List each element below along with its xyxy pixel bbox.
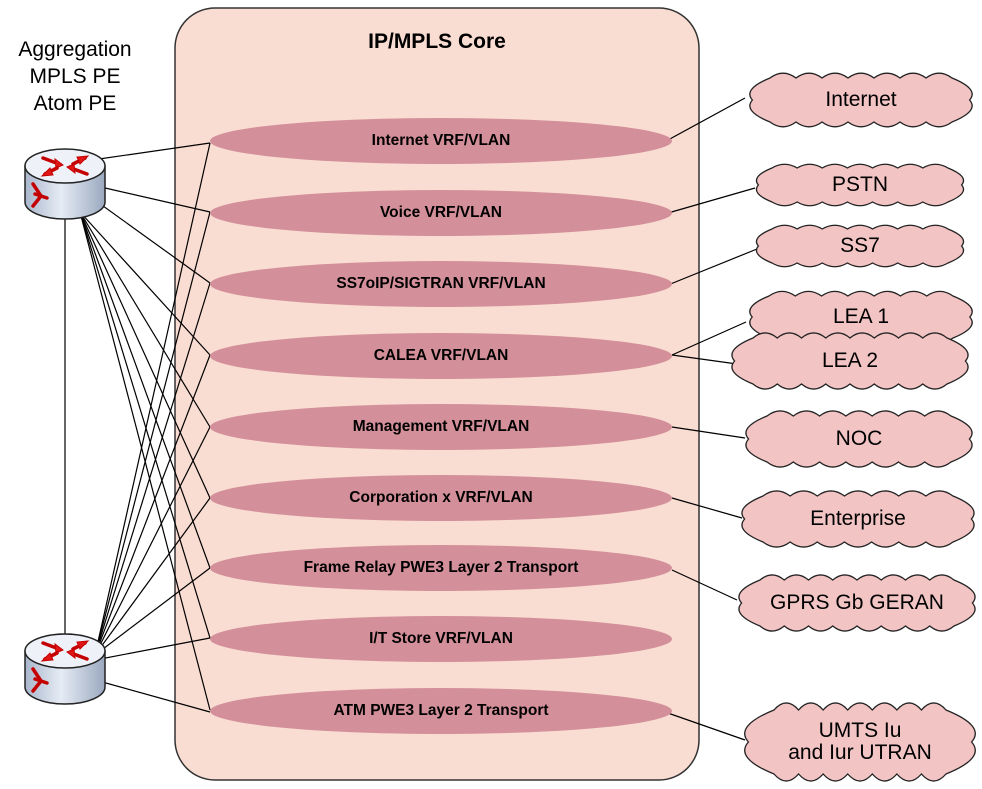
cloud-label-line: PSTN [831,173,888,196]
vrf-label-corporation: Corporation x VRF/VLAN [349,489,533,506]
cloud-label-line: LEA 1 [832,305,890,328]
vrf-ellipse-voice [210,190,672,236]
cloud-label-enterprise: Enterprise [740,498,976,540]
cloud-label-lea2: LEA 2 [730,340,970,382]
router-label-line-1: Aggregation [18,38,132,61]
cloud-label-line: and Iur UTRAN [788,741,932,764]
router-label-line-3: Atom PE [33,92,117,115]
cloud-label-pstn: PSTN [755,167,965,203]
cloud-umts [744,702,976,782]
cloud-label-line: GPRS Gb GERAN [770,591,944,614]
cloud-label-ss7: SS7 [755,228,965,264]
cloud-label-internet: Internet [748,80,974,120]
vrf-ellipse-management [210,404,672,450]
vrf-label-voice: Voice VRF/VLAN [379,204,502,221]
cloud-label-noc: NOC [744,418,974,460]
vrf-ellipse-frame-relay [210,545,672,591]
vrf-label-it-store: I/T Store VRF/VLAN [369,630,513,647]
router-icon [23,632,107,706]
cloud-label-line: LEA 2 [821,349,879,372]
vrf-label-internet: Internet VRF/VLAN [371,132,511,149]
cloud-ss7 [755,224,965,268]
cloud-noc [745,410,973,468]
vrf-label-atm: ATM PWE3 Layer 2 Transport [333,702,549,719]
cloud-label-lea1: LEA 1 [748,297,974,337]
cloud-lea2 [731,332,969,390]
core-title: IP/MPLS Core [368,30,506,53]
vrf-ellipse-corporation [210,475,672,521]
vrf-ellipse-ss7oip [210,261,672,307]
vrf-label-frame-relay: Frame Relay PWE3 Layer 2 Transport [303,559,579,576]
cloud-label-line: NOC [835,427,883,450]
router-icon [23,147,107,221]
connection-lines [64,97,758,741]
cloud-label-line: SS7 [840,234,880,257]
vrf-ellipse-it-store [210,616,672,662]
cloud-pstn [755,163,965,207]
vrf-ellipse-calea [210,333,672,379]
cloud-label-line: Enterprise [810,507,906,530]
vrf-label-calea: CALEA VRF/VLAN [373,347,509,364]
cloud-label-line: UMTS Iu [818,719,902,742]
vrf-label-ss7oip: SS7oIP/SIGTRAN VRF/VLAN [336,275,546,292]
vrf-label-management: Management VRF/VLAN [352,418,530,435]
cloud-label-gprs: GPRS Gb GERAN [737,582,977,624]
cloud-label-line: Internet [825,88,897,111]
router-label-line-2: MPLS PE [29,65,121,88]
cloud-gprs [738,574,976,632]
router-label: Aggregation MPLS PE Atom PE [0,36,150,117]
vrf-ellipse-internet [210,118,672,164]
vrf-ellipse-atm [210,688,672,734]
cloud-internet [749,72,973,128]
cloud-enterprise [741,490,975,548]
